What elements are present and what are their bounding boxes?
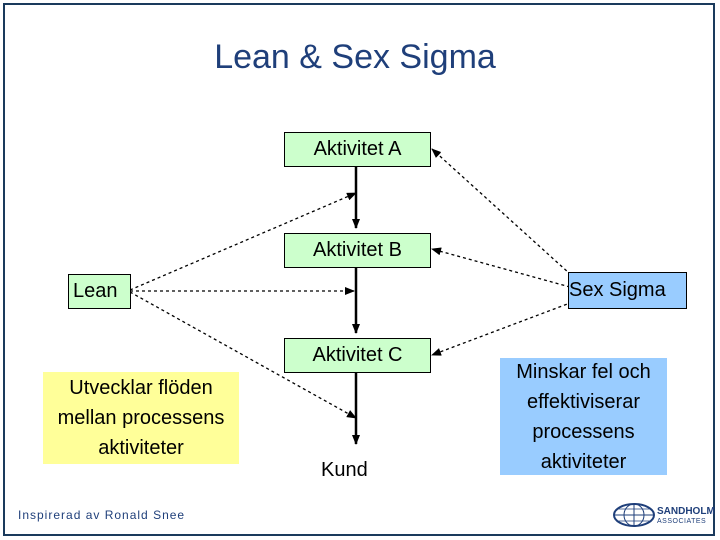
activity-a-box: Aktivitet A [284,132,431,167]
slide-title: Lean & Sex Sigma [214,38,496,76]
globe-icon [613,503,655,527]
lean-label: Lean [73,280,118,302]
lean-arrow-a-b-link [129,192,357,291]
lean-box: Lean [68,274,131,309]
activity-a-label: Aktivitet A [313,138,402,160]
sigma-arrow-activity-a [431,148,581,284]
sigma-arrow-activity-c [431,299,579,356]
lean-description-line: Utvecklar flöden [69,377,213,399]
lean-arrow-c-customer-link [129,291,357,419]
logo-subtitle: ASSOCIATES [657,518,707,525]
lean-description-line: aktiviteter [98,437,184,459]
sigma-description-line: effektiviserar [526,390,640,413]
customer-label: Kund [321,459,368,481]
activity-c-label: Aktivitet C [312,344,403,366]
sigma-label: Sex Sigma [569,279,666,301]
sigma-description-line: processens [532,420,635,443]
activity-b-box: Aktivitet B [284,233,431,268]
sigma-box: Sex Sigma [568,272,687,309]
lean-description-box: Utvecklar flöden mellan processens aktiv… [43,372,239,464]
slide-frame [3,3,715,536]
credit-text: Inspirerad av Ronald Snee [18,508,186,522]
activity-c-box: Aktivitet C [284,338,431,373]
logo-wordmark: SANDHOLM ASSOCIATES [657,507,715,527]
activity-b-label: Aktivitet B [313,239,402,261]
sigma-description-box: Minskar fel och effektiviserar processen… [500,358,667,475]
lean-description-line: mellan processens [57,407,225,429]
sigma-description-line: aktiviteter [540,450,627,473]
logo-name: SANDHOLM [657,506,715,517]
sigma-arrow-activity-b [431,247,571,288]
sigma-description-line: Minskar fel och [516,360,651,383]
